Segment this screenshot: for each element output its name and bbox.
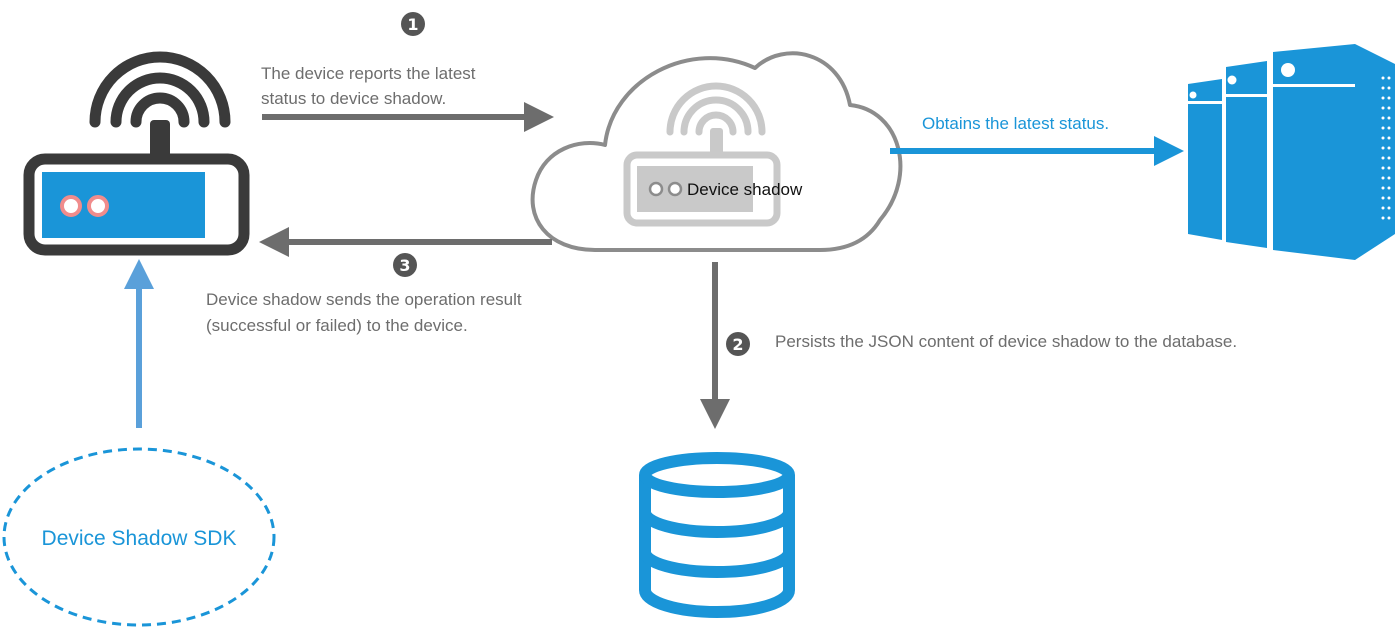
database-icon xyxy=(639,452,795,618)
step-2-badge: 2 xyxy=(726,332,750,356)
device-shadow-icon xyxy=(623,82,781,227)
sdk-label: Device Shadow SDK xyxy=(42,527,237,550)
step-1-badge: 1 xyxy=(401,12,425,36)
sdk-ellipse xyxy=(2,447,276,627)
router-icon xyxy=(23,51,250,256)
step-3-badge: 3 xyxy=(393,253,417,277)
step-3-number: 3 xyxy=(399,256,410,275)
result-label-line-1: Device shadow sends the operation result xyxy=(206,290,522,309)
step-1-number: 1 xyxy=(407,15,418,34)
persist-label: Persists the JSON content of device shad… xyxy=(775,332,1237,351)
server-icon xyxy=(1188,44,1395,260)
report-label-line-2: status to device shadow. xyxy=(261,89,446,108)
report-label-line-1: The device reports the latest xyxy=(261,64,476,83)
shadow-label: Device shadow xyxy=(687,180,803,199)
obtain-label: Obtains the latest status. xyxy=(922,114,1109,133)
step-2-number: 2 xyxy=(732,335,743,354)
result-label-line-2: (successful or failed) to the device. xyxy=(206,316,468,335)
